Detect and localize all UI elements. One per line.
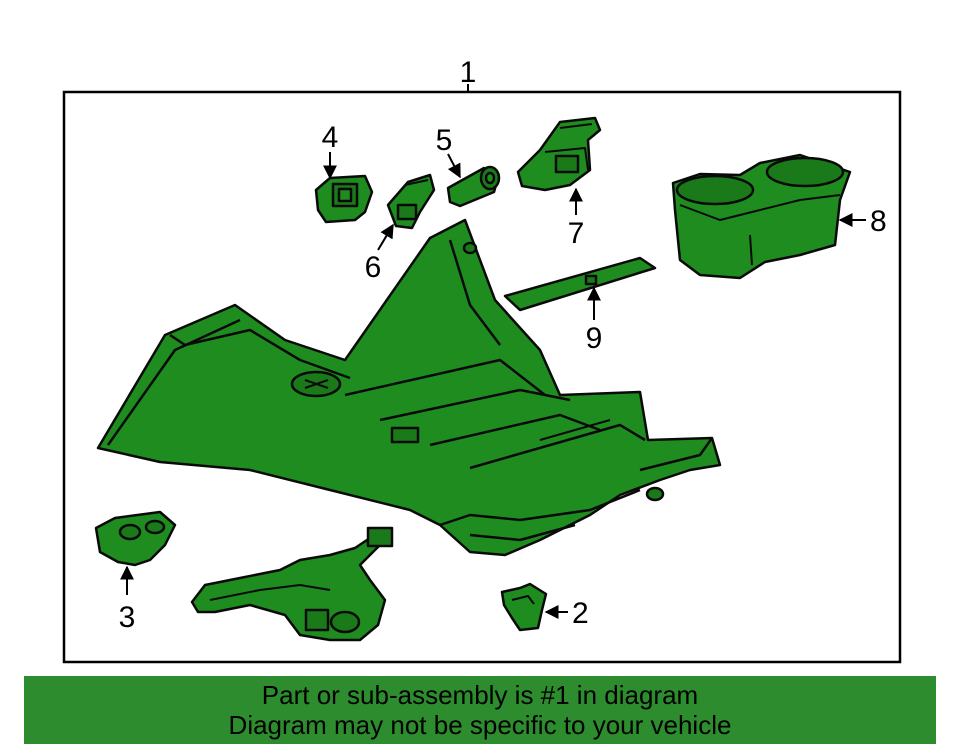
cup-holder-part: [671, 153, 852, 280]
switch-part: [94, 510, 177, 567]
console-body-part: [96, 218, 722, 557]
assembly-frame: [62, 90, 902, 664]
callout-8: 8: [870, 205, 887, 238]
disclaimer-line-2: Diagram may not be specific to your vehi…: [228, 710, 732, 740]
disclaimer-line-1: Part or sub-assembly is #1 in diagram: [261, 680, 699, 710]
wire-harness-part: [190, 526, 394, 642]
callout-1: 1: [460, 56, 477, 89]
callout-6-arrow: [377, 223, 394, 251]
callout-4: 4: [322, 121, 339, 154]
trim-plate-part: [503, 256, 657, 312]
callout-7: 7: [568, 217, 585, 250]
small-module-part: [314, 174, 374, 224]
callout-3: 3: [119, 601, 136, 634]
callout-5-arrow: [447, 153, 461, 179]
power-outlet-part: [446, 165, 501, 208]
callout-6: 6: [365, 251, 382, 284]
callout-5: 5: [436, 124, 453, 157]
accessory-socket-part: [516, 116, 602, 192]
disclaimer-banner: Part or sub-assembly is #1 in diagram Di…: [24, 676, 936, 744]
callout-9: 9: [586, 322, 603, 355]
usb-port-part: [386, 173, 436, 230]
callout-2: 2: [572, 597, 589, 630]
clip-part: [500, 582, 548, 632]
